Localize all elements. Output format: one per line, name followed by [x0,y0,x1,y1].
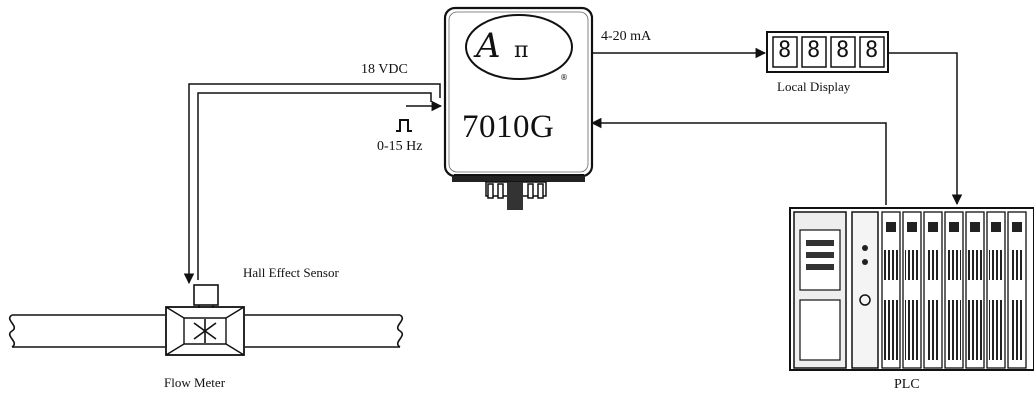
pipe [8,314,404,348]
display-digit: 8 [807,38,821,63]
transmitter-logo-letter: A [476,26,501,66]
display-digit: 8 [836,38,850,63]
display-digit: 8 [865,38,879,63]
pulse-icon [396,119,412,132]
transmitter-logo-symbol: π [514,38,529,63]
flow-meter-label: Flow Meter [164,375,226,390]
power-label: 18 VDC [361,62,408,77]
transmitter-7010g [443,6,594,210]
output-signal-label: 4-20 mA [601,29,652,44]
display-to-plc-line [888,52,963,206]
logo-icon [465,14,573,80]
sensor-wiring [188,83,441,280]
frequency-label: 0-15 Hz [377,139,423,154]
transmitter-model-label: 7010G [462,109,555,145]
impeller-icon [193,319,217,343]
flow-meter [165,306,245,356]
local-display-label: Local Display [777,79,851,94]
hall-effect-sensor-label: Hall Effect Sensor [243,265,339,280]
registered-mark: ® [560,73,568,82]
hall-effect-sensor [193,284,219,306]
plc-rack [789,207,1034,371]
local-display [766,31,889,73]
plc-to-transmitter-line [590,117,887,205]
plc-label: PLC [894,377,920,392]
display-digit: 8 [778,38,792,63]
